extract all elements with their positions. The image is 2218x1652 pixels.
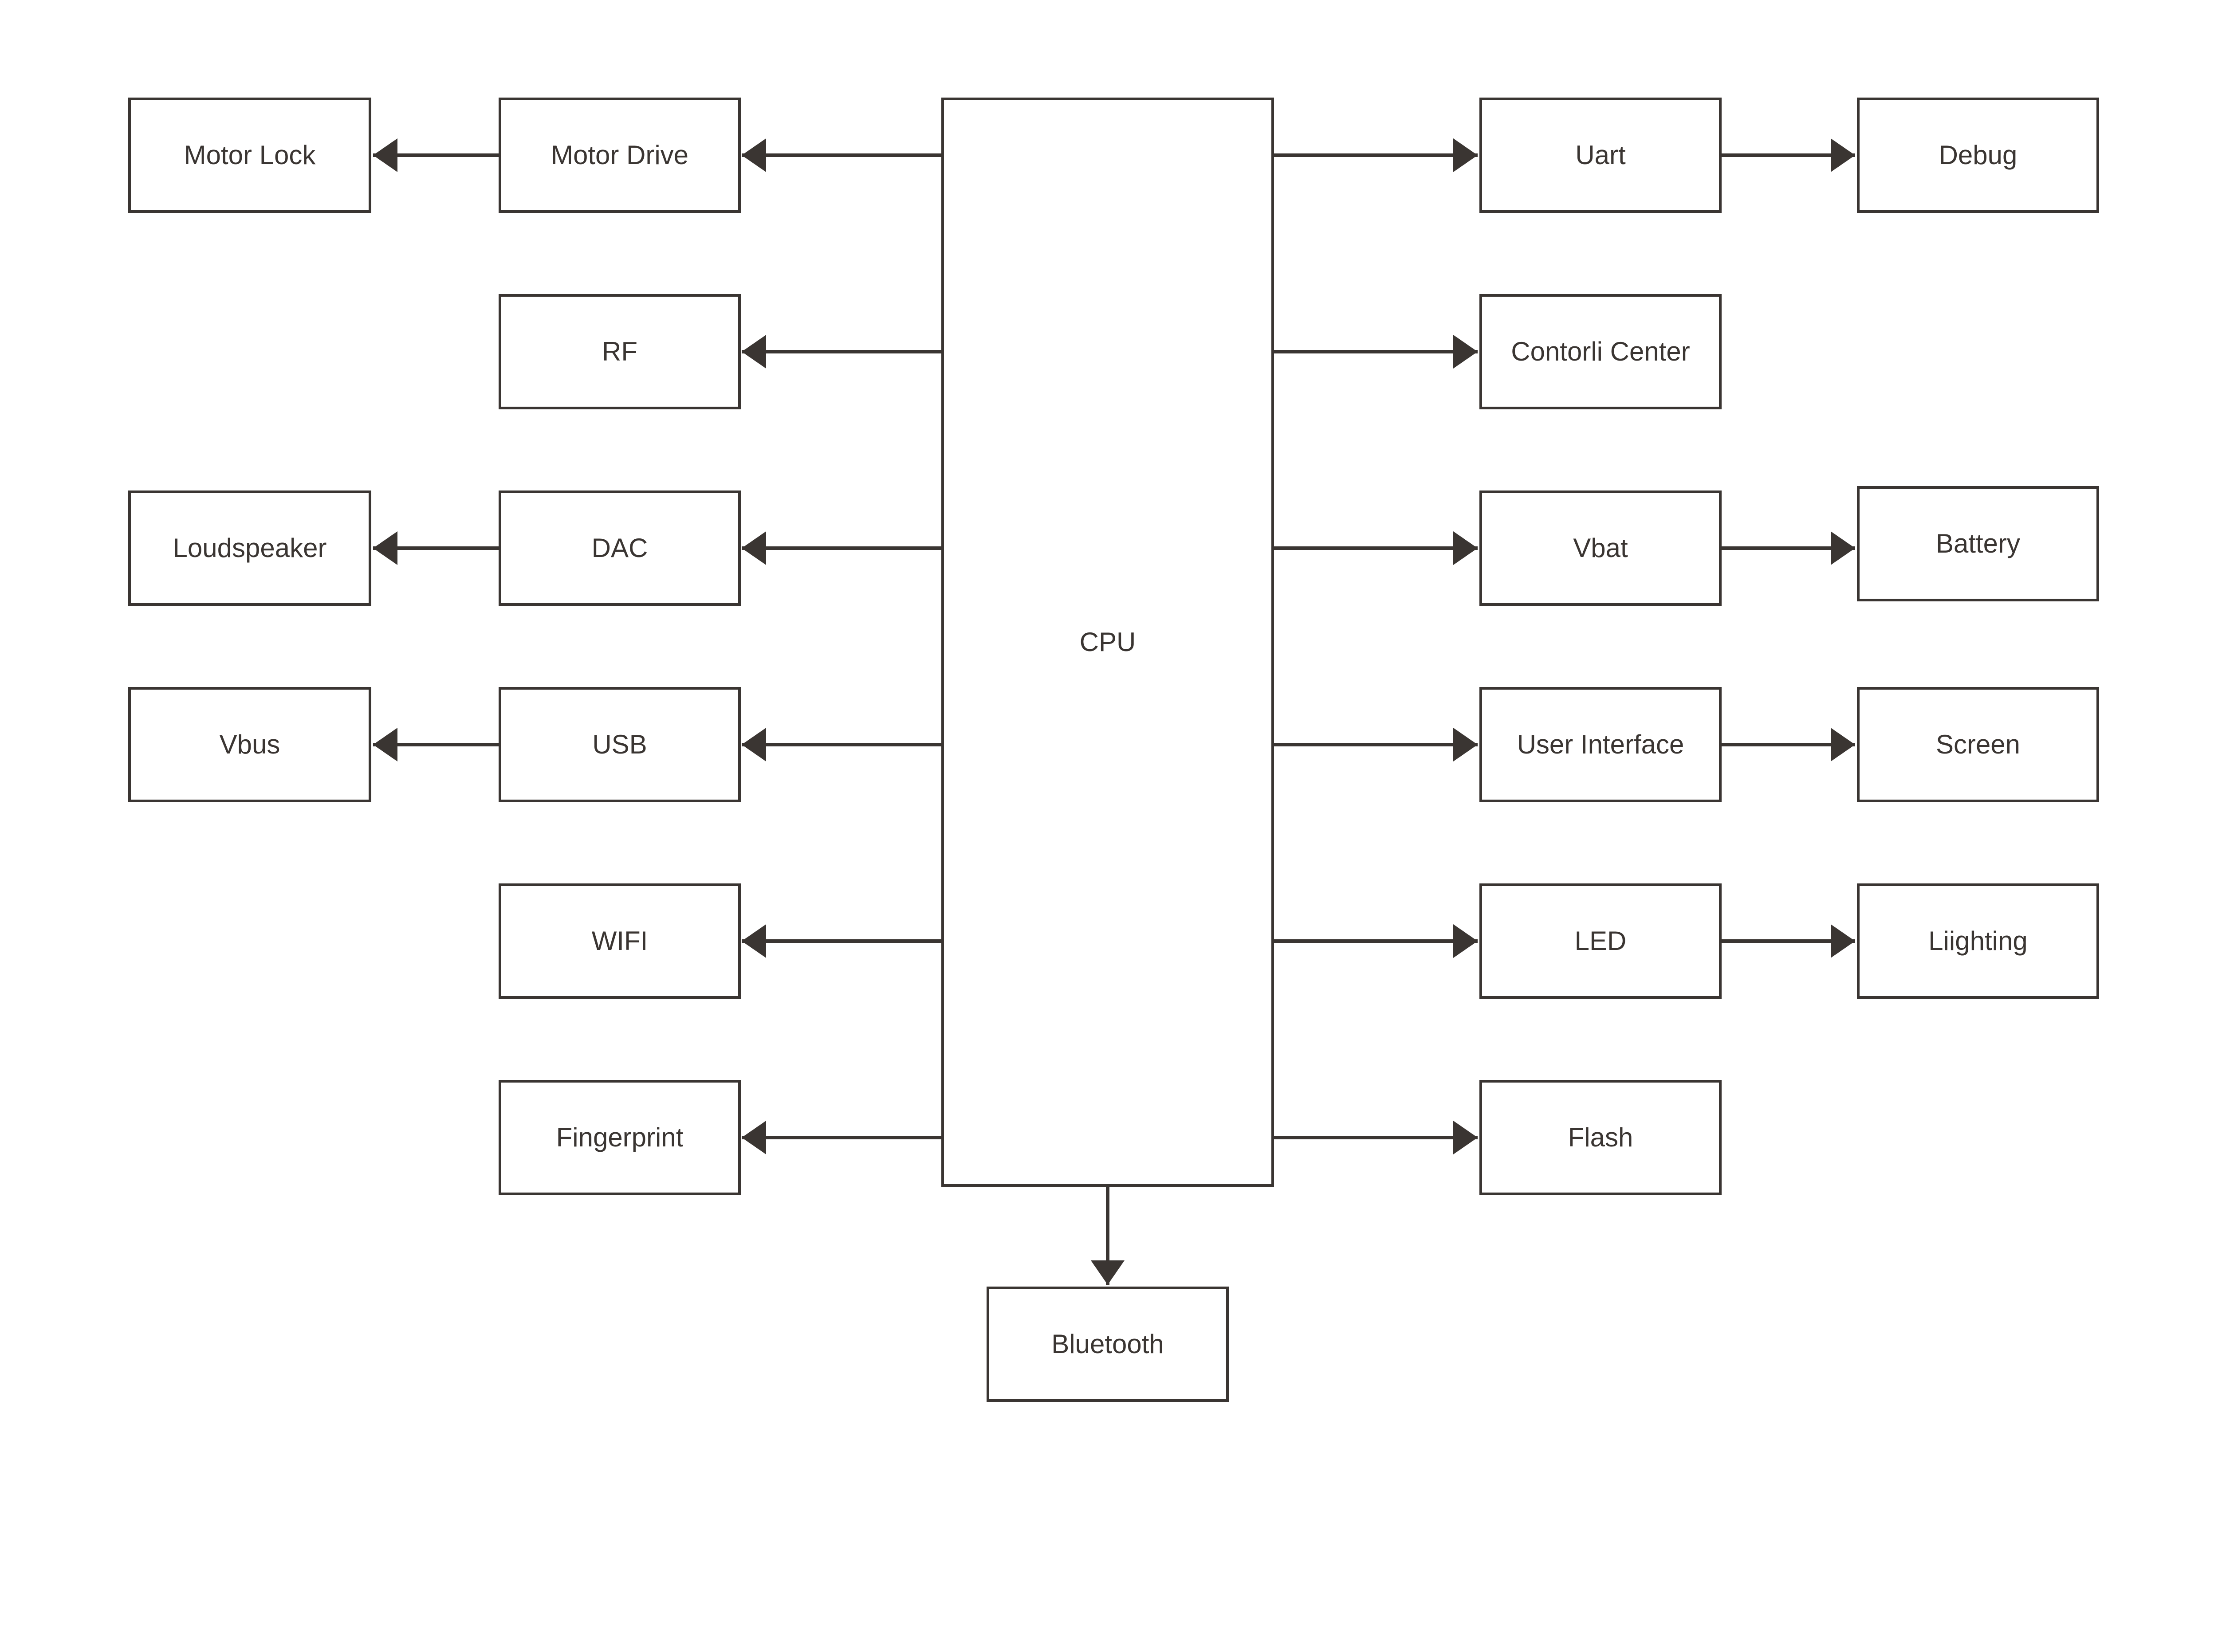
node-battery-label: Battery xyxy=(1935,529,2021,558)
node-fingerprint-label: Fingerprint xyxy=(556,1122,684,1152)
node-screen: Screen xyxy=(1857,687,2099,802)
node-motor-drive-label: Motor Drive xyxy=(551,140,689,170)
node-uart: Uart xyxy=(1479,98,1722,213)
node-bluetooth: Bluetooth xyxy=(987,1287,1229,1402)
node-motor-lock-label: Motor Lock xyxy=(184,140,316,170)
node-debug: Debug xyxy=(1857,98,2099,213)
node-loudspeaker-label: Loudspeaker xyxy=(173,533,327,563)
node-motor-lock: Motor Lock xyxy=(128,98,371,213)
node-usb: USB xyxy=(499,687,741,802)
node-contorli-center: Contorli Center xyxy=(1479,294,1722,409)
node-vbus-label: Vbus xyxy=(219,730,280,759)
node-loudspeaker: Loudspeaker xyxy=(128,490,371,606)
node-battery: Battery xyxy=(1857,486,2099,601)
node-usb-label: USB xyxy=(592,730,647,759)
node-wifi-label: WIFI xyxy=(591,926,648,956)
node-uart-label: Uart xyxy=(1575,140,1626,170)
node-vbat-label: Vbat xyxy=(1573,533,1628,563)
node-screen-label: Screen xyxy=(1935,730,2021,759)
node-rf-label: RF xyxy=(602,337,637,366)
node-rf: RF xyxy=(499,294,741,409)
node-fingerprint: Fingerprint xyxy=(499,1080,741,1195)
node-contorli-center-label: Contorli Center xyxy=(1511,337,1690,366)
node-liighting: Liighting xyxy=(1857,883,2099,999)
node-bluetooth-label: Bluetooth xyxy=(1051,1329,1164,1359)
node-user-interface-label: User Interface xyxy=(1517,730,1684,759)
node-dac-label: DAC xyxy=(591,533,648,563)
node-cpu-label: CPU xyxy=(1079,627,1136,657)
node-liighting-label: Liighting xyxy=(1928,926,2028,956)
node-vbus: Vbus xyxy=(128,687,371,802)
node-cpu: CPU xyxy=(941,98,1274,1187)
node-vbat: Vbat xyxy=(1479,490,1722,606)
node-led-label: LED xyxy=(1574,926,1627,956)
node-debug-label: Debug xyxy=(1939,140,2017,170)
node-led: LED xyxy=(1479,883,1722,999)
node-motor-drive: Motor Drive xyxy=(499,98,741,213)
node-flash-label: Flash xyxy=(1568,1122,1633,1152)
node-dac: DAC xyxy=(499,490,741,606)
node-user-interface: User Interface xyxy=(1479,687,1722,802)
node-flash: Flash xyxy=(1479,1080,1722,1195)
node-wifi: WIFI xyxy=(499,883,741,999)
